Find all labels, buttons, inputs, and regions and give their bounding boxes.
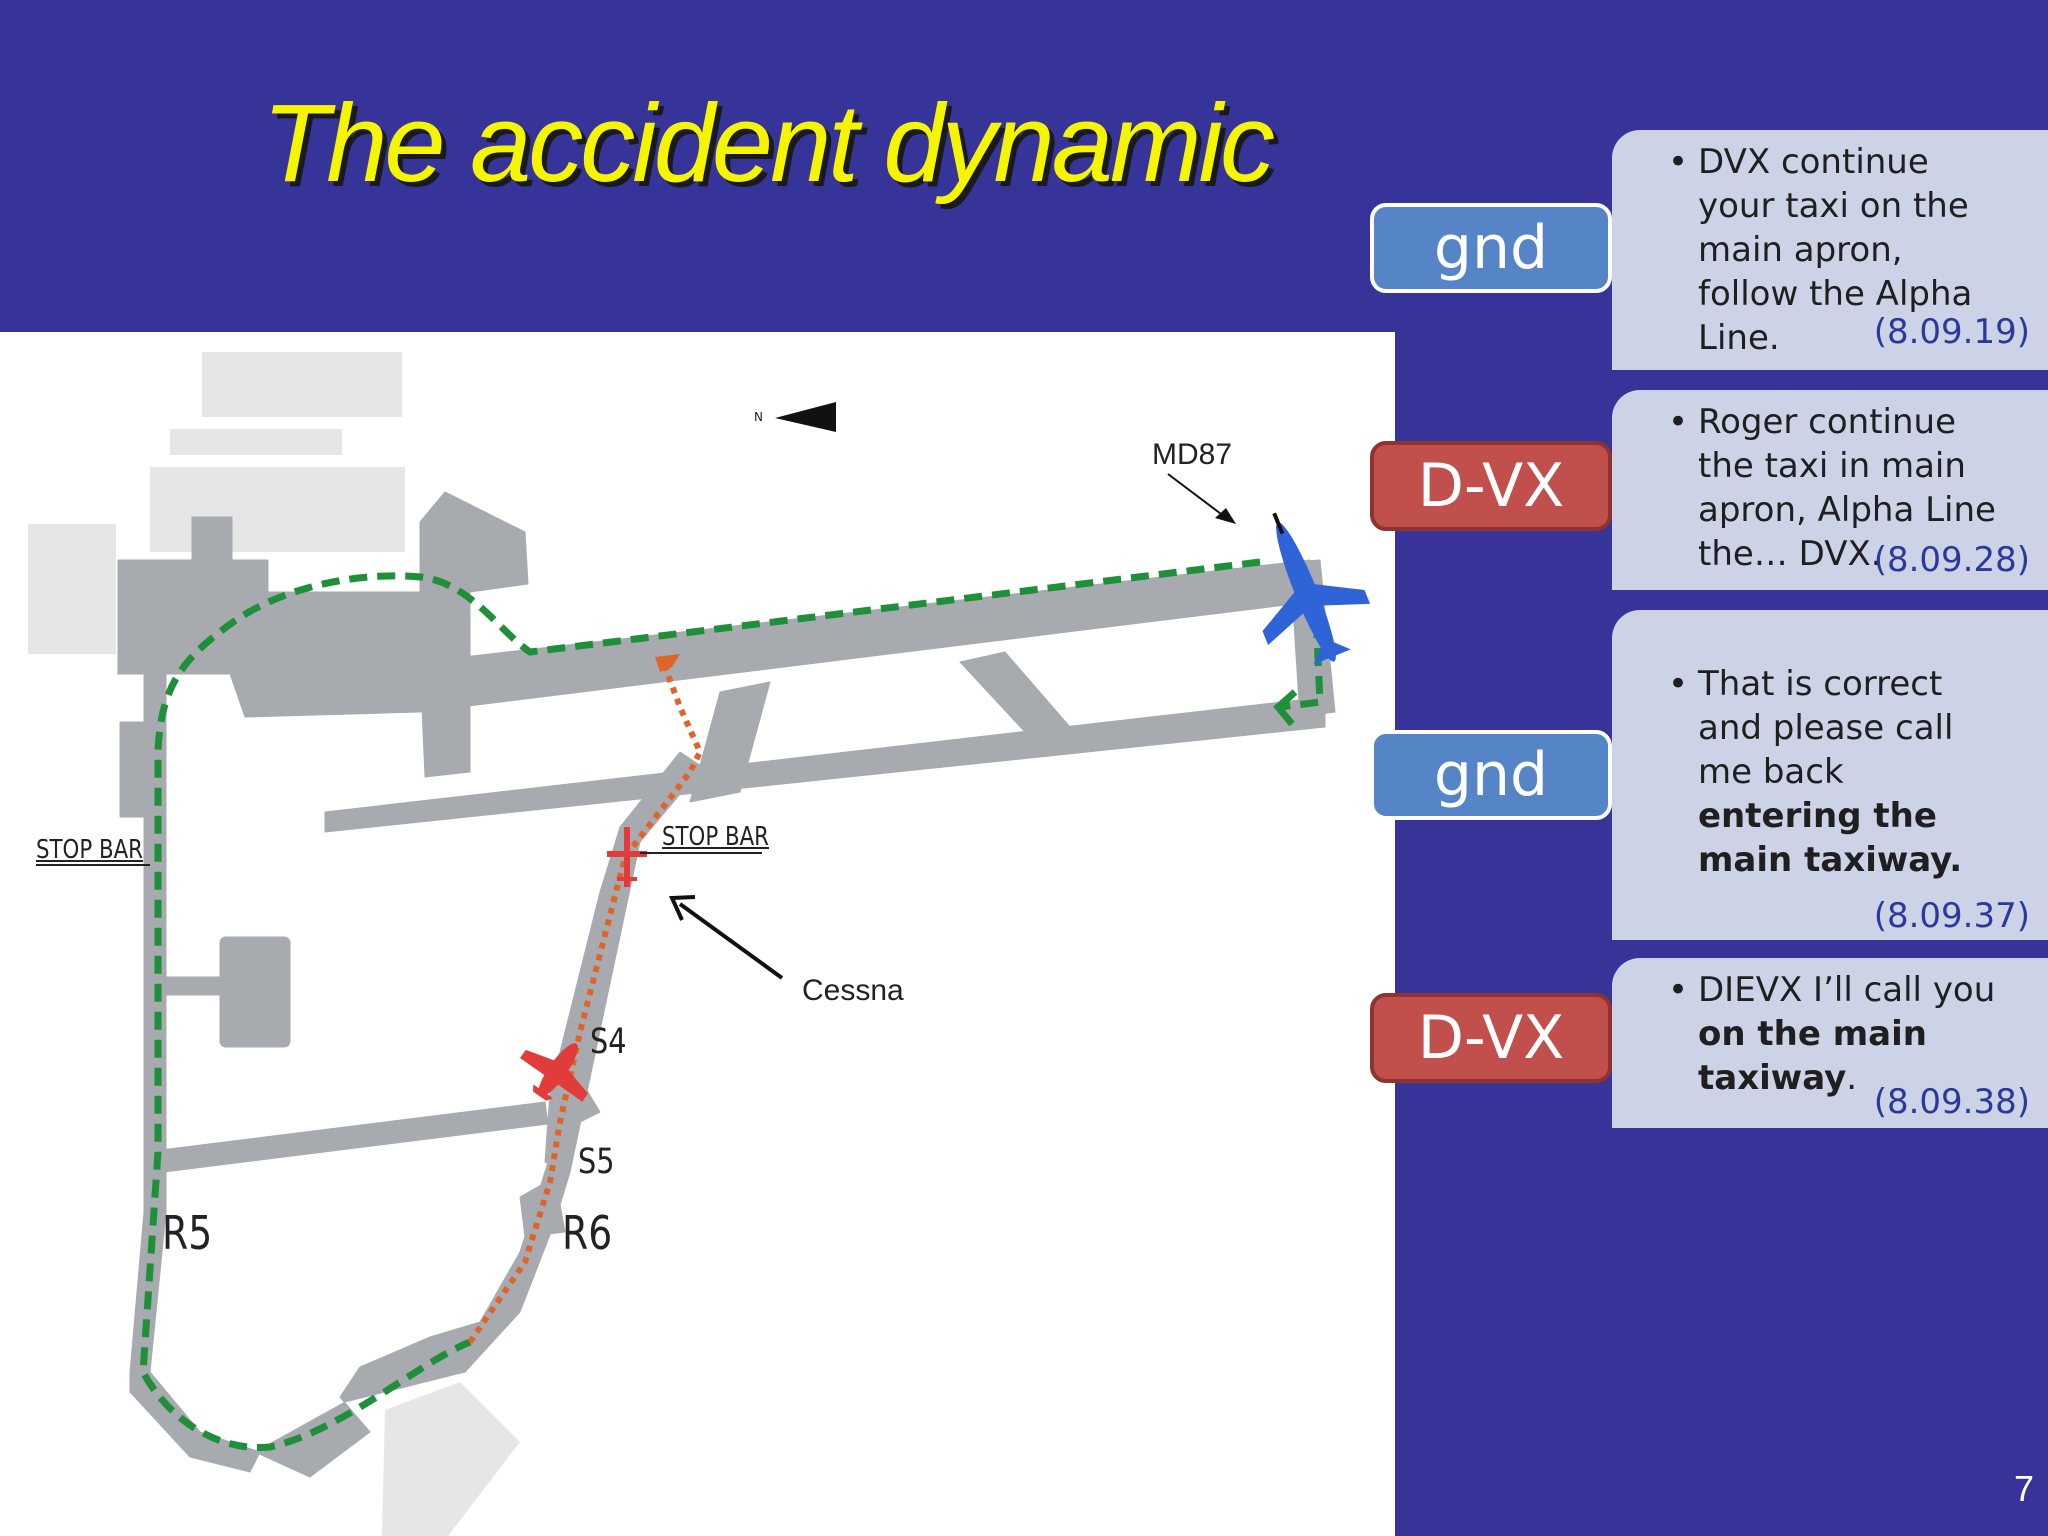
- md87-route: [139, 558, 1261, 1452]
- s5-label: S5: [578, 1142, 615, 1182]
- cessna-aircraft-icon: [519, 1043, 588, 1102]
- north-label: N: [754, 410, 763, 424]
- r5-label: R5: [162, 1206, 213, 1260]
- md87-route-arrow: [1273, 689, 1298, 727]
- dialogue-timestamp: (8.09.37): [1873, 896, 2030, 936]
- dialogue-line: your taxi on the: [1698, 186, 1969, 226]
- dialogue-bubble-1: • DVX continue your taxi on the main apr…: [1612, 130, 2048, 370]
- dialogue-line-bold: entering the: [1698, 796, 1937, 836]
- bullet-icon: •: [1668, 402, 1689, 442]
- r6-label: R6: [562, 1206, 613, 1260]
- dialogue-line-bold: main taxiway.: [1698, 840, 1963, 880]
- dialogue-timestamp: (8.09.19): [1873, 312, 2030, 352]
- speaker-badge-dvx: D-VX: [1370, 441, 1612, 531]
- airport-map-drawing: [28, 352, 1371, 1536]
- airport-map: N STOP BAR STOP BAR MD87 Cessna S4 S5 R5…: [0, 332, 1395, 1536]
- dialogue-line: the… DVX.: [1698, 534, 1882, 574]
- dialogue-line: me back: [1698, 752, 1844, 792]
- dialogue-line: apron, Alpha Line: [1698, 490, 1996, 530]
- md87-aircraft-icon: [1262, 512, 1371, 665]
- speaker-badge-gnd: gnd: [1370, 730, 1612, 820]
- stop-bar-left-label: STOP BAR: [36, 835, 143, 865]
- md87-label: MD87: [1152, 438, 1233, 471]
- dialogue-line: Roger continue: [1698, 402, 1957, 442]
- dialogue-timestamp: (8.09.28): [1873, 540, 2030, 580]
- dialogue-line: the taxi in main: [1698, 446, 1966, 486]
- dialogue-line: follow the Alpha: [1698, 274, 1973, 314]
- bullet-icon: •: [1668, 970, 1689, 1010]
- dialogue-bubble-4: • DIEVX I’ll call you on the main taxiwa…: [1612, 958, 2048, 1128]
- dialogue-line: DIEVX I’ll call you: [1698, 970, 1996, 1010]
- bullet-icon: •: [1668, 664, 1689, 704]
- dialogue-timestamp: (8.09.38): [1873, 1082, 2030, 1122]
- dialogue-bubble-3: • That is correct and please call me bac…: [1612, 610, 2048, 940]
- speaker-badge-gnd: gnd: [1370, 203, 1612, 293]
- speaker-badge-dvx: D-VX: [1370, 993, 1612, 1083]
- md87-callout-arrowhead: [1215, 508, 1236, 524]
- cessna-stopbar-icon: [607, 827, 647, 887]
- cessna-callout-arrowhead: [668, 895, 696, 921]
- cessna-label: Cessna: [802, 974, 904, 1007]
- s4-label: S4: [590, 1022, 627, 1062]
- bullet-icon: •: [1668, 142, 1689, 182]
- buildings: [28, 352, 520, 1536]
- slide-title: The accident dynamic: [262, 82, 1275, 205]
- dialogue-line: main apron,: [1698, 230, 1903, 270]
- taxiways: [117, 491, 1336, 1478]
- dialogue-line-bold: taxiway.: [1698, 1058, 1858, 1098]
- north-arrow-icon: [775, 402, 836, 432]
- md87-callout-arrow: [1167, 473, 1226, 518]
- page-number: 7: [2013, 1468, 2034, 1509]
- cessna-callout-arrow: [678, 902, 784, 980]
- dialogue-line: That is correct: [1698, 664, 1943, 704]
- cessna-route-arrow: [655, 654, 680, 672]
- dialogue-line: DVX continue: [1698, 142, 1929, 182]
- stop-bar-right-label: STOP BAR: [662, 822, 769, 852]
- dialogue-bubble-2: • Roger continue the taxi in main apron,…: [1612, 390, 2048, 590]
- dialogue-line: Line.: [1698, 318, 1780, 358]
- cessna-route: [467, 665, 704, 1344]
- dialogue-line-bold: on the main: [1698, 1014, 1927, 1054]
- dialogue-line: and please call: [1698, 708, 1954, 748]
